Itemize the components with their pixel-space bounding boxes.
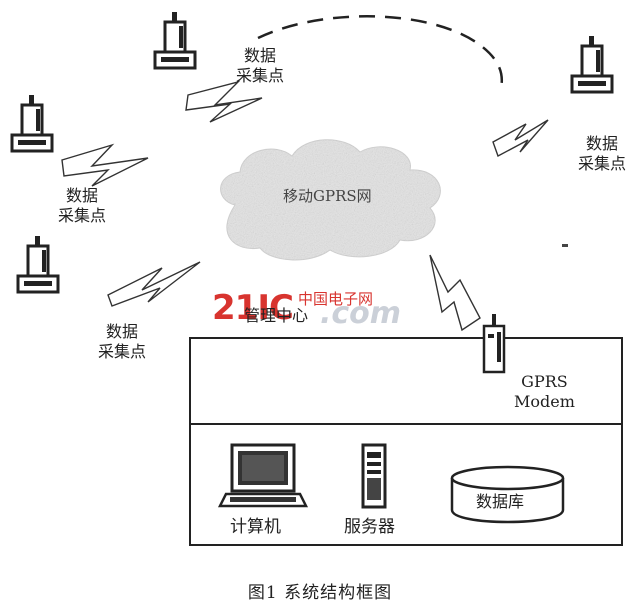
- terminal-icon: [10, 93, 54, 153]
- label-line: Modem: [514, 392, 575, 411]
- terminal-icon: [570, 34, 614, 94]
- computer-label: 计算机: [230, 517, 281, 537]
- label-line: 数据: [586, 134, 619, 153]
- watermark-brand-com: .com: [320, 296, 402, 331]
- collection-point-label-bottom-left: 数据 采集点: [98, 322, 146, 362]
- computer-icon: [217, 443, 309, 508]
- lan-inner-box: [189, 423, 623, 546]
- gprs-modem-icon: [482, 314, 506, 374]
- gprs-network-label: 移动GPRS网: [283, 187, 372, 205]
- watermark-brand-number: 21IC: [212, 288, 294, 328]
- management-center-label: 管理中心: [244, 306, 309, 325]
- label-line: 数据: [106, 322, 139, 341]
- label-line: 采集点: [58, 206, 107, 225]
- server-icon: [361, 443, 387, 509]
- server-label: 服务器: [344, 517, 395, 537]
- gprs-network-cloud: [220, 139, 441, 261]
- site-watermark: 21IC 中国电子网 .com: [212, 288, 422, 331]
- terminal-icon: [16, 234, 60, 294]
- terminal-icon: [153, 10, 197, 70]
- collection-point-label-left: 数据 采集点: [58, 186, 106, 226]
- label-line: 采集点: [578, 154, 627, 173]
- label-line: GPRS: [521, 372, 568, 391]
- dashed-link-arc: [257, 15, 504, 93]
- database-label: 数据库: [476, 492, 525, 511]
- modem-label: GPRS Modem: [514, 372, 575, 412]
- watermark-brand-cn: 中国电子网: [298, 290, 374, 308]
- database-icon: [450, 465, 565, 524]
- collection-point-label-top: 数据 采集点: [236, 46, 284, 86]
- label-line: 数据: [66, 186, 99, 205]
- label-line: 采集点: [98, 342, 147, 361]
- wireless-link-icon: [61, 80, 549, 332]
- label-line: 数据: [244, 46, 277, 65]
- collection-point-label-right: 数据 采集点: [578, 134, 626, 174]
- figure-caption: 图1 系统结构框图: [247, 583, 393, 603]
- label-line: 采集点: [236, 66, 285, 85]
